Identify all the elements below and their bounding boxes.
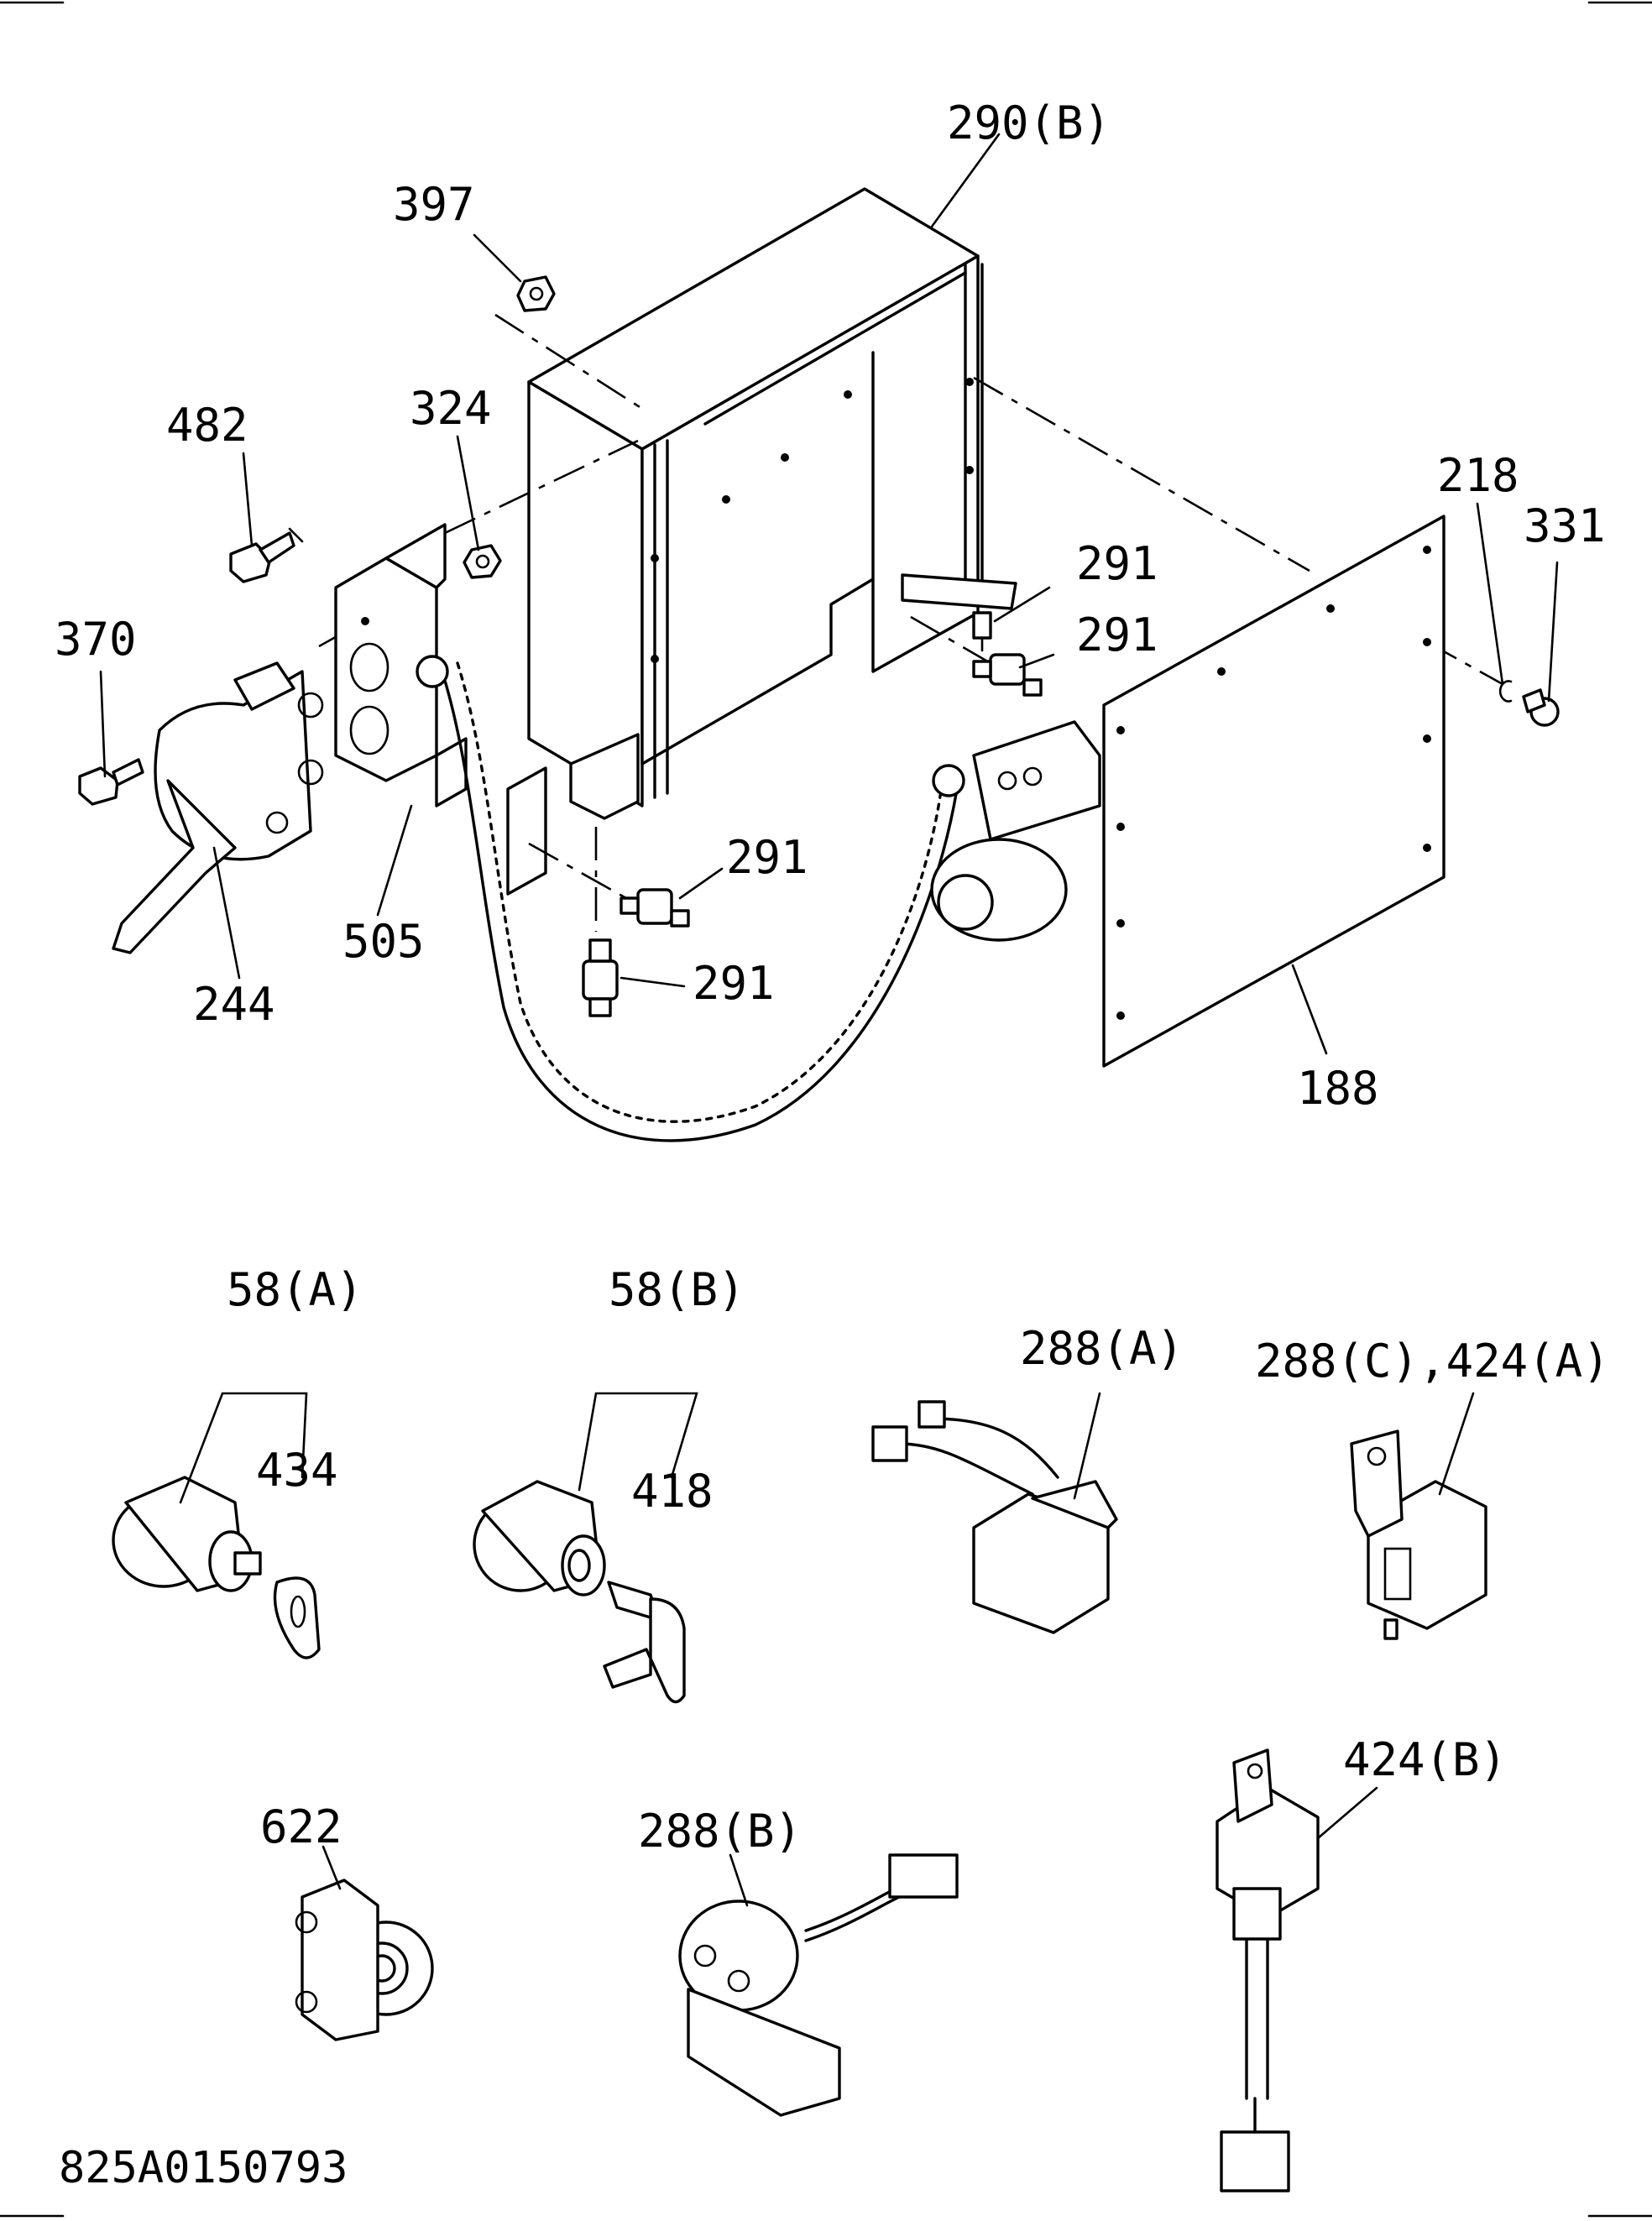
nut-324	[463, 544, 502, 579]
key-434	[273, 1576, 321, 1659]
switch-244	[112, 661, 324, 954]
leader-58b	[578, 1392, 698, 1492]
label-290b: 290(B)	[947, 97, 1111, 149]
plate-188	[1102, 515, 1446, 1068]
nut-397	[516, 275, 556, 312]
key-418	[603, 1581, 686, 1704]
leader-lines	[99, 133, 1559, 1907]
bolt-370	[78, 758, 144, 806]
label-331: 331	[1524, 499, 1606, 552]
label-291-1: 291	[1076, 537, 1158, 590]
label-244: 244	[193, 978, 275, 1031]
label-397: 397	[393, 178, 475, 231]
relay-288c-424a	[1350, 1429, 1487, 1640]
label-291-4: 291	[693, 957, 775, 1010]
label-288c-424a: 288(C),424(A)	[1255, 1335, 1610, 1387]
label-370: 370	[55, 613, 137, 666]
screw-331	[1522, 688, 1560, 727]
relay-288a	[871, 1400, 1118, 1634]
mount-291-3	[620, 888, 690, 928]
label-434: 434	[256, 1444, 338, 1497]
label-58b: 58(B)	[609, 1263, 745, 1316]
mount-291-1	[972, 611, 992, 652]
switch-58b	[473, 1480, 606, 1597]
label-291-2: 291	[1076, 609, 1158, 661]
label-505: 505	[342, 915, 425, 968]
label-418: 418	[631, 1465, 714, 1518]
label-288a: 288(A)	[1020, 1322, 1184, 1375]
clip-218	[1498, 680, 1513, 703]
label-218: 218	[1437, 449, 1519, 502]
cable-harness	[416, 655, 965, 1142]
solenoid-unit	[930, 720, 1101, 942]
label-424b: 424(B)	[1343, 1733, 1507, 1786]
label-188: 188	[1297, 1062, 1379, 1115]
label-58a: 58(A)	[227, 1263, 363, 1316]
bracket-290b	[494, 187, 1017, 896]
relay-424b	[1215, 1748, 1320, 2192]
bracket-505	[334, 523, 468, 807]
mount-291-2	[972, 653, 1043, 697]
bolt-482	[229, 527, 304, 583]
switch-58a	[112, 1476, 262, 1592]
part-labels: 290(B) 397 482 324 370 505 244 291 291 2…	[55, 97, 1610, 2193]
label-622: 622	[260, 1800, 342, 1853]
drawing-code: 825A0150793	[59, 2143, 348, 2193]
label-482: 482	[166, 399, 248, 452]
relay-288b	[678, 1853, 959, 2117]
leader-58a	[179, 1392, 308, 1504]
label-291-3: 291	[726, 831, 808, 884]
label-324: 324	[410, 382, 492, 435]
mount-291-4	[582, 938, 619, 1017]
label-288b: 288(B)	[638, 1805, 802, 1858]
buzzer-622	[295, 1879, 434, 2041]
